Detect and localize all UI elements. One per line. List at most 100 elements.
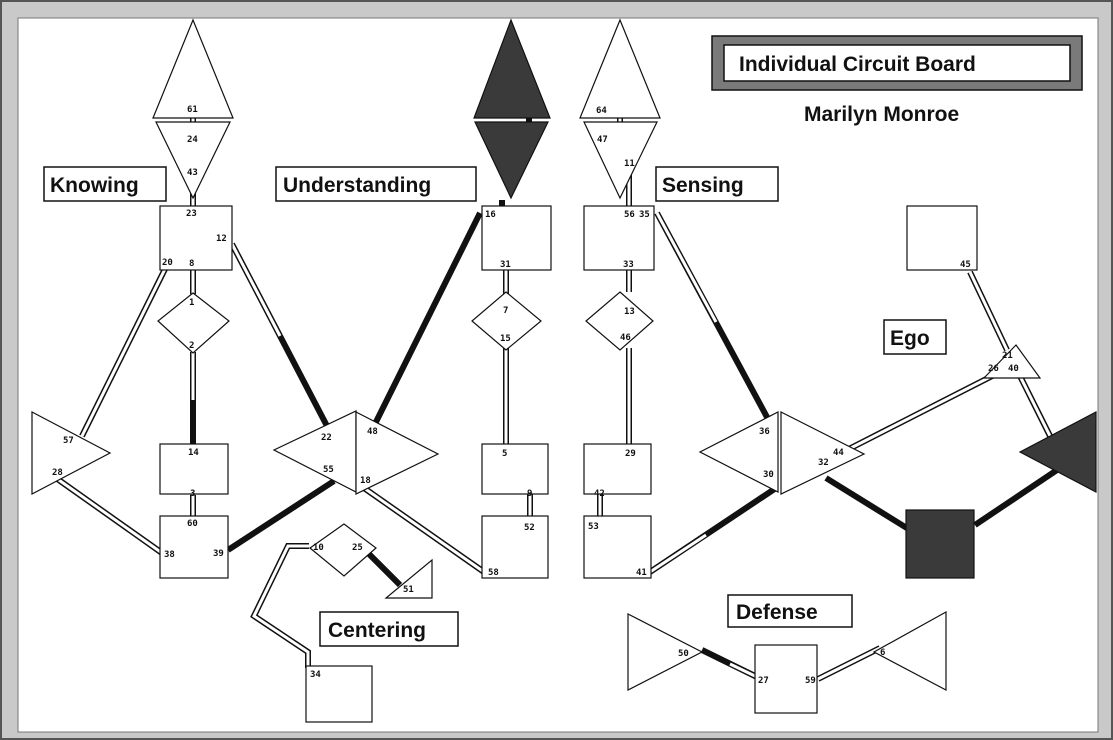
channel-32-54 [824,475,912,533]
gate-5: 5 [502,449,507,459]
gate-16: 16 [485,210,496,220]
gate-13: 13 [624,307,635,317]
ajna-center-understanding [474,121,549,200]
gate-58: 58 [488,568,499,578]
gate-20: 20 [162,258,173,268]
subject-name: Marilyn Monroe [804,103,959,126]
gate-48: 48 [367,427,378,437]
gate-33: 33 [623,260,634,270]
throat-center-understanding [481,205,552,271]
channel-19-49 [973,465,1062,528]
gate-21: 21 [1002,351,1013,361]
gate-31: 31 [500,260,511,270]
gate-12: 12 [216,234,227,244]
gate-55: 55 [323,465,334,475]
g-center-understanding [471,291,542,351]
gate-8: 8 [189,259,194,269]
gate-29: 29 [625,449,636,459]
channel-39-55 [226,478,336,553]
label-ego: Ego [890,327,930,350]
label-box-sensing [655,166,779,202]
root-center-sensing [583,515,652,579]
gate-44: 44 [833,448,844,458]
gate-59: 59 [805,676,816,686]
label-box-ego [883,319,947,355]
label-centering: Centering [328,619,426,642]
gate-24: 24 [187,135,198,145]
gate-34: 34 [310,670,321,680]
gate-10: 10 [313,543,324,553]
gate-22: 22 [321,433,332,443]
gate-numbers: 61 24 43 23 12 20 8 1 2 14 3 60 38 39 57… [52,105,1019,686]
label-knowing: Knowing [50,174,139,197]
solar-plexus-center-defense [872,610,947,691]
sacral-center-centering [305,665,373,723]
g-center-knowing [157,292,230,354]
heart-center-ego [982,344,1042,379]
sacral-center-understanding [481,443,549,495]
label-understanding: Understanding [283,174,431,197]
gate-64: 64 [596,106,607,116]
gate-7: 7 [503,306,508,316]
gate-52: 52 [524,523,535,533]
gate-36: 36 [759,427,770,437]
gate-50: 50 [678,649,689,659]
root-center-ego [905,509,975,579]
title-block: Individual Circuit Board Marilyn Monroe [711,35,1083,126]
gate-56: 56 [624,210,635,220]
channels [54,110,1062,682]
gate-57: 57 [63,436,74,446]
gate-1: 1 [189,298,194,308]
label-box-knowing [43,166,167,202]
ajna-center-sensing [583,121,658,200]
head-center-understanding [473,18,551,119]
gate-27: 27 [758,676,769,686]
gate-41: 41 [636,568,647,578]
channel-25-51 [365,550,403,588]
circuit-labels: Knowing Understanding Sensing Ego Center… [43,166,947,647]
gate-15: 15 [500,334,511,344]
spleen-center-knowing [31,411,112,495]
gate-14: 14 [188,448,199,458]
board-title: Individual Circuit Board [739,53,976,76]
gate-30: 30 [763,470,774,480]
root-center-defense [754,644,818,714]
gate-6: 6 [880,648,885,658]
head-center-sensing [579,18,661,119]
spleen-center-understanding [355,411,440,495]
root-center-knowing [159,515,229,579]
title-box [723,44,1071,82]
gate-9: 9 [527,489,532,499]
solar-plexus-center-ego [1018,411,1097,493]
gate-45: 45 [960,260,971,270]
channel-48-16 [367,211,483,436]
gate-23: 23 [186,209,197,219]
gate-53: 53 [588,522,599,532]
spleen-center-defense [627,613,704,691]
sacral-center-sensing [583,443,652,495]
throat-center-ego [906,205,978,271]
label-box-centering [319,611,459,647]
label-box-understanding [275,166,477,202]
gate-25: 25 [352,543,363,553]
gate-39: 39 [213,549,224,559]
heart-center-centering [384,558,433,599]
label-box-defense [727,594,853,628]
gate-26: 26 [988,364,999,374]
gate-40: 40 [1008,364,1019,374]
solar-plexus-center-sensing [698,411,779,493]
ajna-center-knowing [155,121,231,200]
gate-43: 43 [187,168,198,178]
gate-28: 28 [52,468,63,478]
throat-center-sensing [583,205,655,271]
gate-38: 38 [164,550,175,560]
sacral-center-knowing [159,443,229,495]
gate-61: 61 [187,105,198,115]
gate-11: 11 [624,159,635,169]
gate-47: 47 [597,135,608,145]
gate-18: 18 [360,476,371,486]
label-sensing: Sensing [662,174,744,197]
gate-3: 3 [190,489,195,499]
throat-center-knowing [159,205,233,271]
